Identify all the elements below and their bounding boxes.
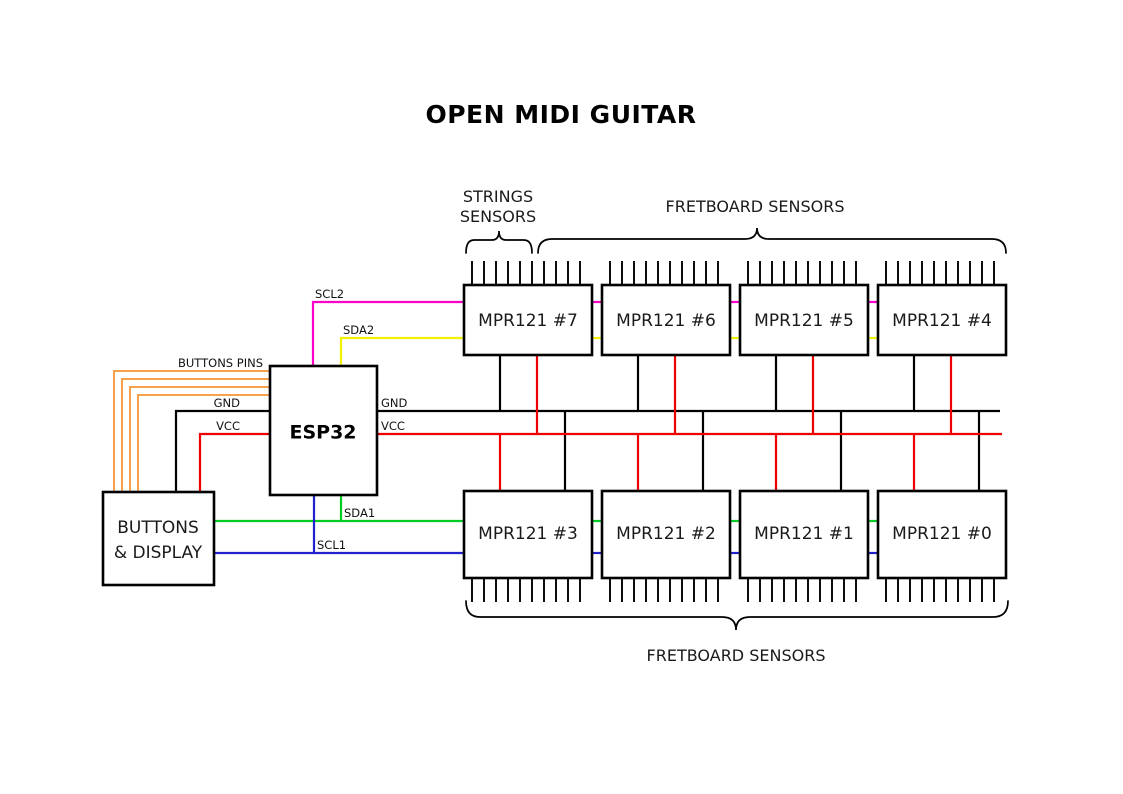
mpr121-box-0-label: MPR121 #0: [892, 524, 992, 544]
mpr121-box-2[interactable]: [600, 489, 732, 580]
mpr121-top-row: MPR121 #7 MPR121 #6 MPR121 #5 MPR121 #4: [462, 283, 1008, 357]
mpr121-box-7-label: MPR121 #7: [478, 311, 578, 331]
buttons-pins-label: BUTTONS PINS: [178, 356, 263, 370]
scl2-label: SCL2: [315, 287, 344, 301]
mpr121-bottom-row: MPR121 #3 MPR121 #2 MPR121 #1 MPR121 #0: [462, 489, 1008, 580]
vcc-right-label: VCC: [381, 419, 405, 433]
buttons-pins-bus: [113, 370, 270, 492]
i2c-bus-1: [214, 495, 878, 555]
mpr121-box-6-label: MPR121 #6: [616, 311, 716, 331]
strings-sensors-label-line2: SENSORS: [460, 207, 536, 226]
mpr121-box-3[interactable]: [462, 489, 594, 580]
buttons-display-label-line2: & DISPLAY: [114, 543, 203, 563]
mpr121-box-4-label: MPR121 #4: [892, 311, 992, 331]
gnd-right-label: GND: [381, 396, 408, 410]
mpr121-box-2-label: MPR121 #2: [616, 524, 716, 544]
mpr121-box-5[interactable]: [738, 283, 870, 357]
i2c-bus-2: [311, 300, 878, 366]
strings-sensors-brace: [465, 230, 533, 254]
vcc-bus: [198, 355, 1002, 492]
bottom-row-pins: [471, 578, 995, 602]
mpr121-box-0[interactable]: [876, 489, 1008, 580]
fretboard-sensors-bottom-label: FRETBOARD SENSORS: [647, 646, 826, 665]
gnd-bus: [174, 355, 1000, 492]
scl1-label: SCL1: [317, 538, 346, 552]
esp32-box[interactable]: [268, 364, 379, 497]
mpr121-box-1[interactable]: [738, 489, 870, 580]
buttons-display-box[interactable]: [101, 490, 216, 587]
strings-sensors-label-line1: STRINGS: [463, 187, 533, 206]
mpr121-box-6[interactable]: [600, 283, 732, 357]
mpr121-box-5-label: MPR121 #5: [754, 311, 854, 331]
mpr121-box-4[interactable]: [876, 283, 1008, 357]
mpr121-box-1-label: MPR121 #1: [754, 524, 854, 544]
esp32-label: ESP32: [289, 422, 356, 444]
page-title: OPEN MIDI GUITAR: [425, 100, 696, 129]
top-row-pins: [471, 261, 995, 285]
fretboard-top-brace: [537, 227, 1007, 254]
fretboard-sensors-top-label: FRETBOARD SENSORS: [666, 197, 845, 216]
fretboard-bottom-brace: [465, 600, 1009, 631]
mpr121-box-3-label: MPR121 #3: [478, 524, 578, 544]
buttons-display-label-line1: BUTTONS: [117, 518, 198, 538]
vcc-left-label: VCC: [216, 419, 240, 433]
sda1-label: SDA1: [344, 506, 375, 520]
sda2-label: SDA2: [343, 323, 374, 337]
gnd-left-label: GND: [214, 396, 241, 410]
mpr121-box-7[interactable]: [462, 283, 594, 357]
